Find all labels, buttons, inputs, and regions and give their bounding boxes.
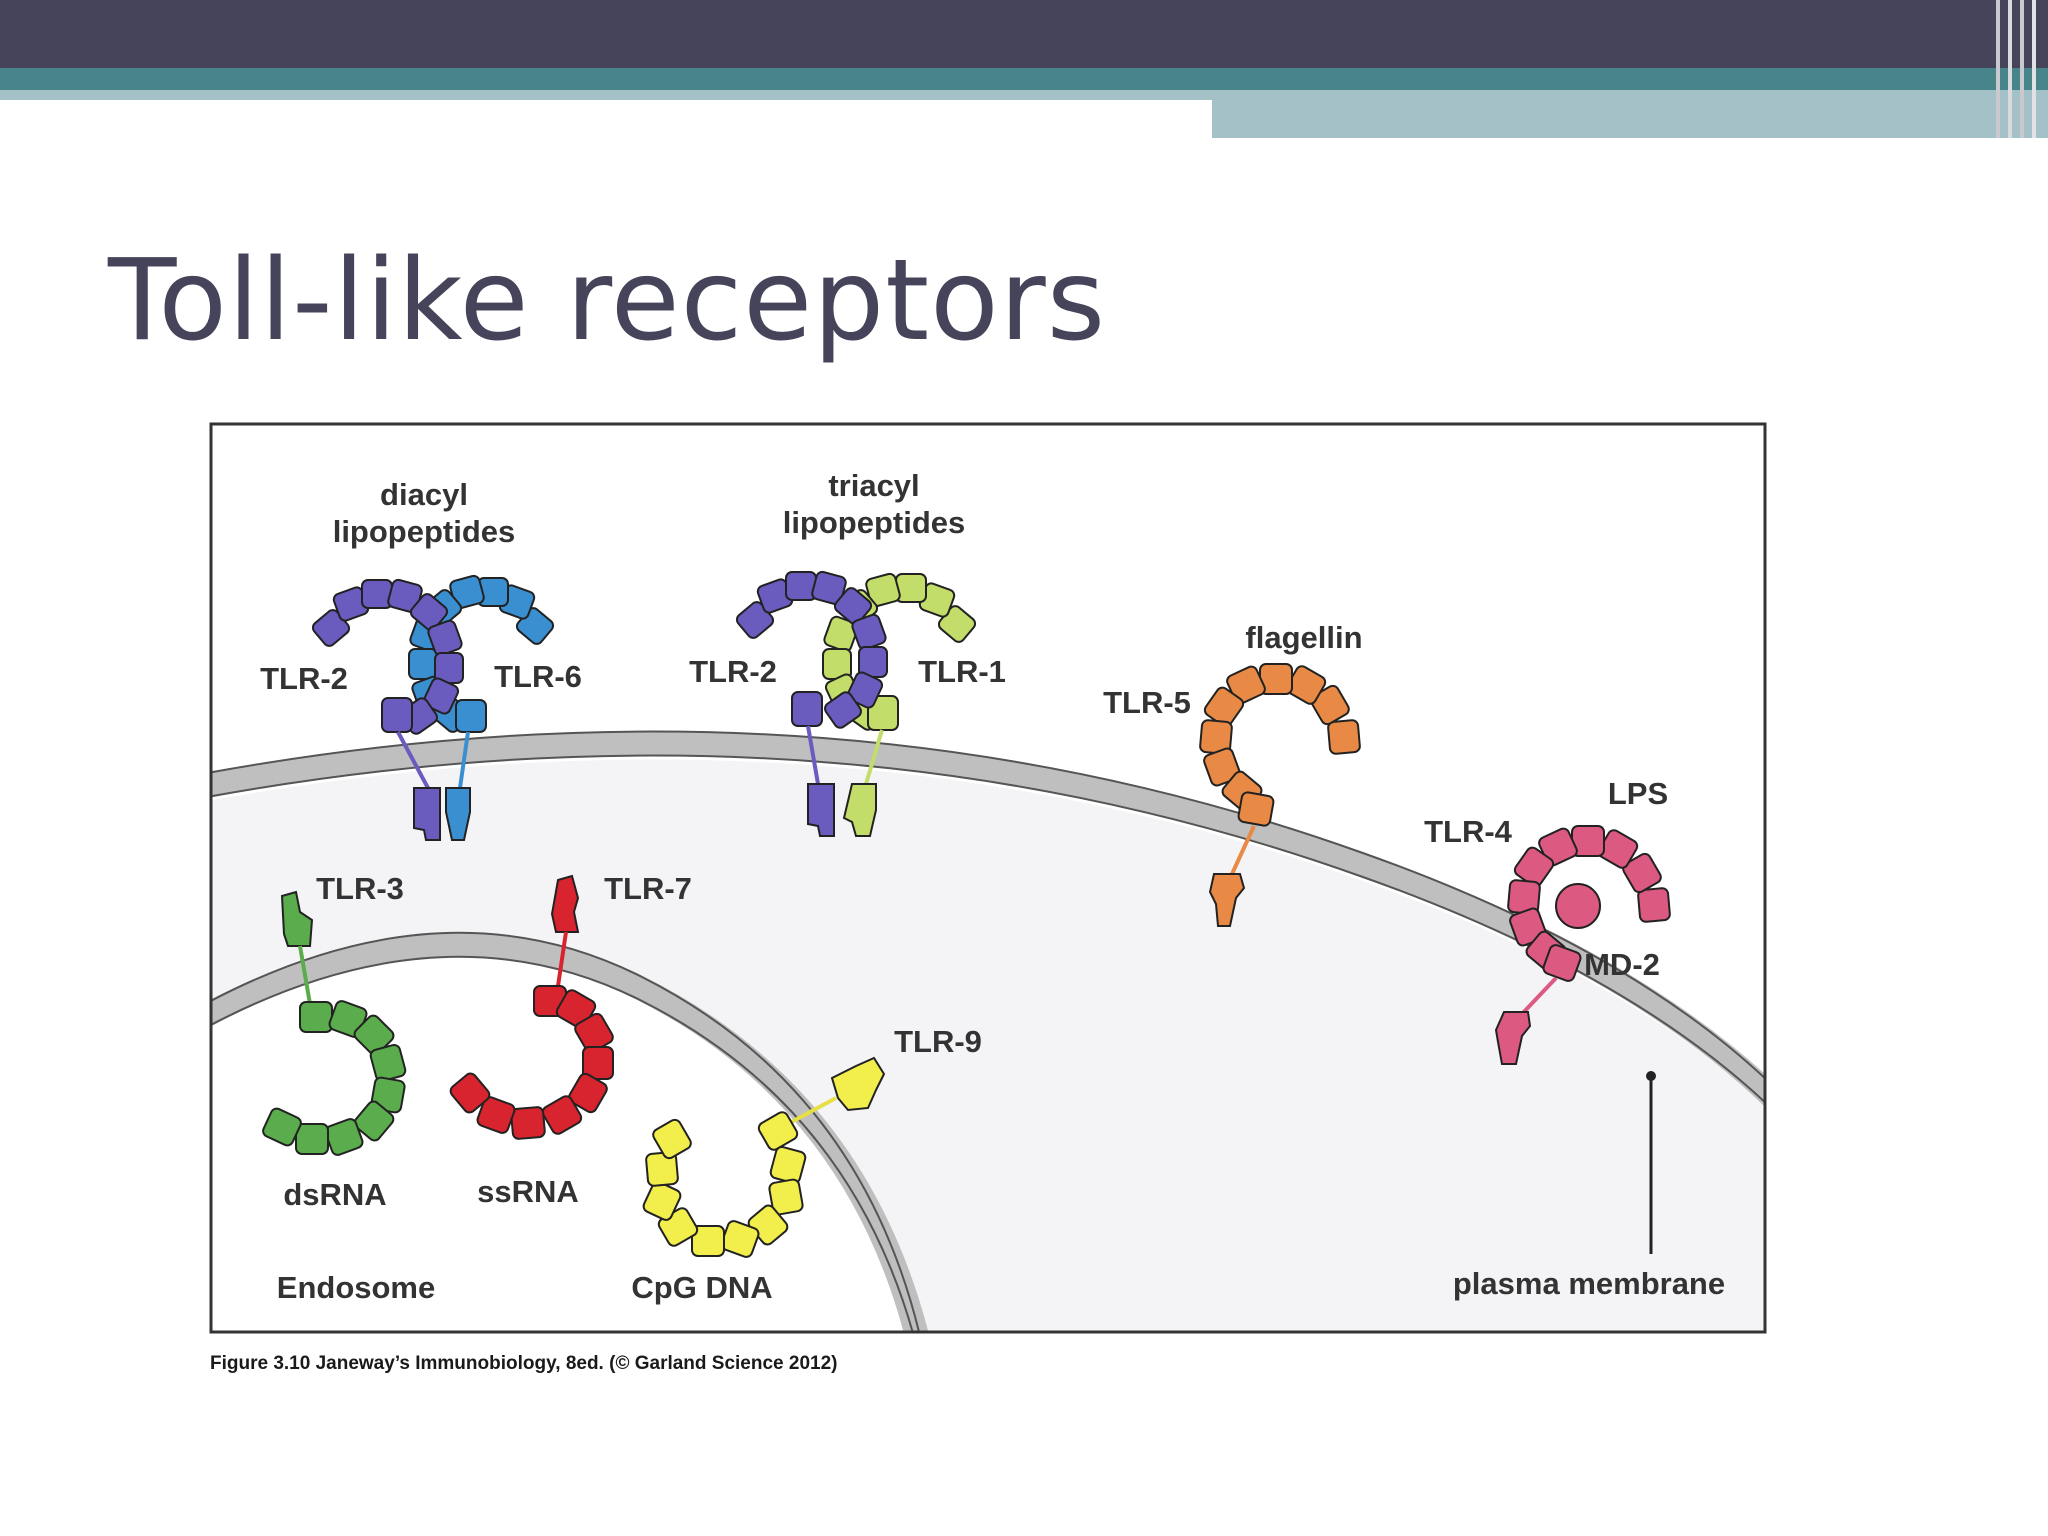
label-tlr3: TLR-3 (316, 871, 404, 906)
label-flagellin: flagellin (1245, 620, 1362, 655)
header-band-dark (0, 0, 2048, 68)
md2-protein (1555, 883, 1601, 929)
slide-title: Toll-like receptors (108, 236, 1107, 366)
label-ssrna: ssRNA (477, 1174, 579, 1209)
tlr5-receptor (1199, 663, 1361, 927)
label-triacyl-lipopeptides: lipopeptides (783, 505, 966, 540)
tlr2-tlr6-dimer (311, 574, 555, 841)
tlr7-receptor (449, 874, 614, 1140)
header-edge-lines (1996, 0, 2036, 138)
label-tlr2-a: TLR-2 (260, 661, 348, 696)
label-tlr6: TLR-6 (494, 659, 582, 694)
tlr9-receptor (642, 1056, 886, 1258)
label-tlr2-b: TLR-2 (689, 654, 777, 689)
label-md2: MD-2 (1584, 947, 1660, 982)
label-triacyl: triacyl (828, 468, 919, 503)
label-tlr9: TLR-9 (894, 1024, 982, 1059)
tlr3-receptor (262, 890, 407, 1156)
label-tlr5: TLR-5 (1103, 685, 1191, 720)
label-tlr4: TLR-4 (1424, 814, 1513, 849)
label-tlr7: TLR-7 (604, 871, 692, 906)
tlr4-md2-receptor (1494, 825, 1671, 1065)
label-endosome: Endosome (277, 1270, 435, 1305)
label-diacyl: diacyl (380, 477, 468, 512)
header-band-light-left (0, 90, 1212, 100)
label-tlr1: TLR-1 (918, 654, 1006, 689)
header-band-teal (0, 68, 2048, 90)
figure-caption: Figure 3.10 Janeway’s Immunobiology, 8ed… (210, 1353, 838, 1374)
plasma-membrane-band (211, 731, 1765, 1107)
label-plasma-membrane: plasma membrane (1453, 1266, 1725, 1301)
figure-frame (209, 422, 1767, 1334)
label-diacyl-lipopeptides: lipopeptides (333, 514, 516, 549)
label-cpg-dna: CpG DNA (631, 1270, 772, 1305)
label-lps: LPS (1608, 776, 1668, 811)
tlr2-tlr1-dimer (735, 570, 977, 837)
endosome-membrane-band (211, 932, 929, 1332)
header-band-light-right (1212, 90, 2048, 138)
label-dsrna: dsRNA (283, 1177, 386, 1212)
